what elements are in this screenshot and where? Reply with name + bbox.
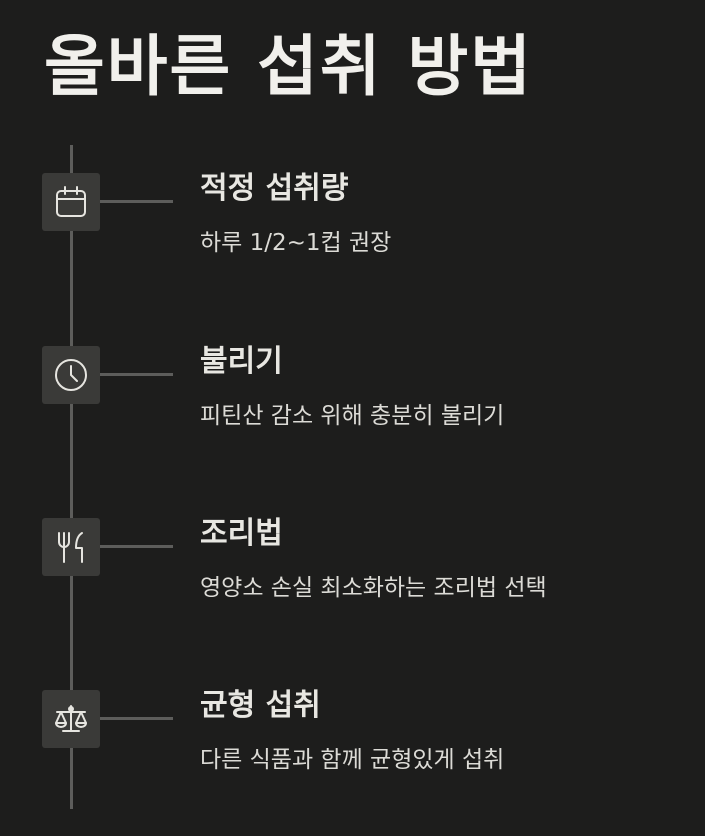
calendar-icon-box <box>42 173 100 231</box>
step-title: 조리법 <box>200 516 283 551</box>
step-description: 다른 식품과 함께 균형있게 섭취 <box>200 747 505 773</box>
step-title: 불리기 <box>200 344 283 379</box>
utensils-icon <box>58 532 83 563</box>
scale-icon-box <box>42 690 100 748</box>
step-connector <box>100 200 173 203</box>
clock-icon <box>55 359 87 391</box>
step-cooking-method: 조리법 영양소 손실 최소화하는 조리법 선택 <box>0 516 705 618</box>
page-title: 올바른 섭취 방법 <box>44 28 533 105</box>
utensils-icon-box <box>42 518 100 576</box>
clock-icon-box <box>42 346 100 404</box>
step-connector <box>100 717 173 720</box>
step-title: 적정 섭취량 <box>200 171 349 206</box>
step-intake-amount: 적정 섭취량 하루 1/2~1컵 권장 <box>0 171 705 273</box>
step-connector <box>100 545 173 548</box>
scale-icon <box>55 705 87 732</box>
step-connector <box>100 373 173 376</box>
step-description: 하루 1/2~1컵 권장 <box>200 230 392 256</box>
step-description: 영양소 손실 최소화하는 조리법 선택 <box>200 575 547 601</box>
step-balanced-intake: 균형 섭취 다른 식품과 함께 균형있게 섭취 <box>0 688 705 790</box>
timeline-line <box>70 145 73 809</box>
step-title: 균형 섭취 <box>200 688 321 723</box>
step-soaking: 불리기 피틴산 감소 위해 충분히 불리기 <box>0 344 705 446</box>
calendar-icon <box>56 186 86 217</box>
step-description: 피틴산 감소 위해 충분히 불리기 <box>200 403 505 429</box>
